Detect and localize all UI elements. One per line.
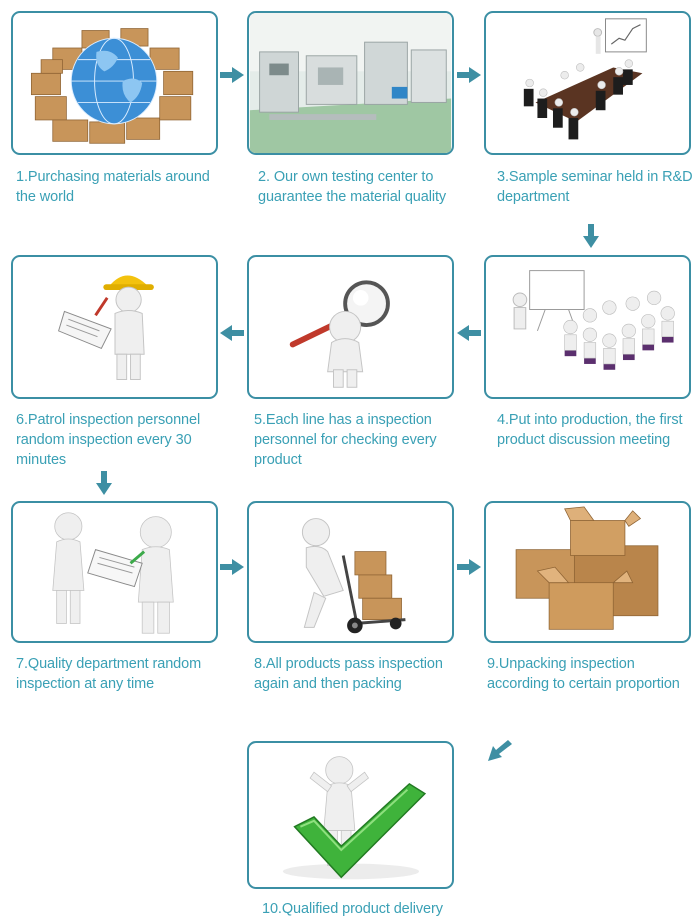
arrow-down-3-4 (583, 224, 599, 248)
step-1-label: 1.Purchasing materials around the world (16, 169, 210, 205)
step-5-image (247, 255, 454, 399)
arrow-right-2-3 (457, 67, 481, 83)
globe-boxes-icon (30, 28, 194, 144)
arrow-down-6-7 (96, 471, 112, 495)
clipboard-review-icon (52, 512, 174, 634)
arrow-diagonal-9-10 (488, 740, 512, 761)
step-10-label: 10.Qualified product delivery (262, 901, 443, 917)
open-boxes-icon (515, 506, 659, 630)
step-2-label: 2. Our own testing center to guarantee t… (258, 169, 447, 205)
step-7-label: 7.Quality department random inspection a… (16, 656, 202, 692)
step-6-label: 6.Patrol inspection personnel random ins… (16, 412, 201, 468)
step-4-image (484, 255, 691, 399)
step-1-image (11, 11, 218, 155)
step-3-label: 3.Sample seminar held in R&D department (497, 169, 693, 205)
boardroom-meeting-icon (523, 18, 647, 140)
hardhat-inspector-icon (58, 275, 154, 380)
magnifier-inspector-icon (289, 280, 390, 388)
step-8-label: 8.All products pass inspection again and… (254, 656, 443, 692)
step-4-label: 4.Put into production, the first product… (497, 412, 683, 448)
audience-presentation-icon (512, 270, 675, 370)
step-2-image (247, 11, 454, 155)
checkmark-approval-icon (282, 756, 427, 880)
step-6-image (11, 255, 218, 399)
step-9-label: 9.Unpacking inspection according to cert… (487, 656, 680, 692)
arrow-left-5-6 (220, 325, 244, 341)
step-9-image (484, 501, 691, 643)
arrow-right-7-8 (220, 559, 244, 575)
step-10-image (247, 741, 454, 889)
arrow-right-1-2 (220, 67, 244, 83)
arrow-left-4-5 (457, 325, 481, 341)
arrow-right-8-9 (457, 559, 481, 575)
step-7-image (11, 501, 218, 643)
laboratory-icon (249, 13, 452, 153)
step-3-image (484, 11, 691, 155)
hand-truck-icon (301, 518, 406, 634)
step-8-image (247, 501, 454, 643)
step-5-label: 5.Each line has a inspection personnel f… (254, 412, 437, 468)
